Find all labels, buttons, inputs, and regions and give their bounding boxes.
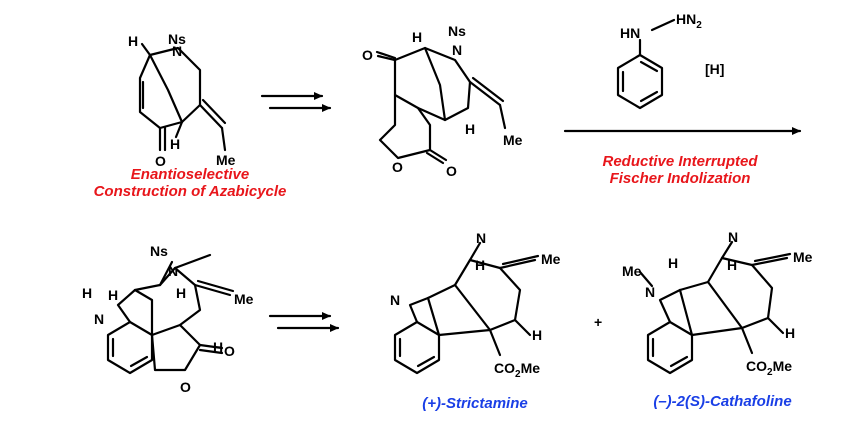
hydrogen-label-5a: H [668,255,678,271]
oxygen-label-2a: O [362,47,373,63]
nitrogen-label-3: N [168,263,178,279]
indolization-caption-line-2: Fischer Indolization [609,170,751,187]
cathafoline-caption: (–)-2(S)-Cathafoline [653,393,792,410]
reductant-label: [H] [705,61,724,77]
oxygen-label-3b: O [224,343,235,359]
methyl-label-1: Me [216,152,236,168]
hydrazine-nh2-label: HN2 [676,11,702,31]
hydrogen-label-5b: H [727,257,737,273]
nitrogen-label-2: N [452,42,462,58]
nitrogen-label-3b: N [94,311,104,327]
hydrogen-label-3b: H [108,287,118,303]
hydrogen-label-1a: H [128,33,138,49]
oxygen-label-2c: O [446,163,457,179]
nitrogen-label-1: N [172,43,182,59]
methyl-label-5b: Me [793,249,813,265]
phenylhydrazine-reagent: HN HN2 [H] [616,11,724,110]
oxygen-label-3a: O [180,379,191,395]
hydrogen-label-4a: H [475,257,485,273]
oxygen-label-1: O [155,153,166,169]
nitrogen-label-4b: N [476,230,486,246]
methyl-label-2: Me [503,132,523,148]
plus-sign: + [594,314,602,330]
ns-label-2: Ns [448,23,466,39]
lactone-ketone-molecule: H Ns N O H Me O O [362,23,523,179]
ester-label-4: CO2Me [494,360,540,380]
azabicycle-caption-line-1: Enantioselective [130,166,250,183]
azabicycle-enone-molecule: Ns N H H O Me [128,31,236,169]
hydrogen-label-1b: H [170,136,180,152]
hydrogen-label-3c: H [176,285,186,301]
hydrogen-label-2b: H [465,121,475,137]
nitrogen-label-5b: N [728,229,738,245]
strictamine-molecule: N N H Me H CO2Me [390,230,561,380]
nitrogen-label-5a: N [645,284,655,300]
azabicycle-caption-line-2: Construction of Azabicycle [93,183,287,200]
azabicycle-caption: Enantioselective Construction of Azabicy… [60,166,320,200]
hydrogen-label-5c: H [785,325,795,341]
nitrogen-label-4a: N [390,292,400,308]
ns-label-1: Ns [168,31,186,47]
ns-label-3: Ns [150,243,168,259]
cathafoline-molecule: Me N H N H Me H CO2Me [622,229,813,378]
hydrogen-label-2a: H [412,29,422,45]
methyl-label-5a: Me [622,263,642,279]
indolization-caption: Reductive Interrupted Fischer Indolizati… [555,153,805,187]
hydrogen-label-3d: H [213,339,223,355]
methyl-label-4: Me [541,251,561,267]
hydrogen-label-4b: H [532,327,542,343]
hydrogen-label-3a: H [82,285,92,301]
strictamine-caption: (+)-Strictamine [422,395,528,412]
hydrazine-nh-label: HN [620,25,640,41]
ester-label-5: CO2Me [746,358,792,378]
indolization-caption-line-1: Reductive Interrupted [602,153,758,170]
methyl-label-3: Me [234,291,254,307]
indoline-lactone-intermediate: Ns N H H N H Me H O O [82,243,254,395]
oxygen-label-2b: O [392,159,403,175]
